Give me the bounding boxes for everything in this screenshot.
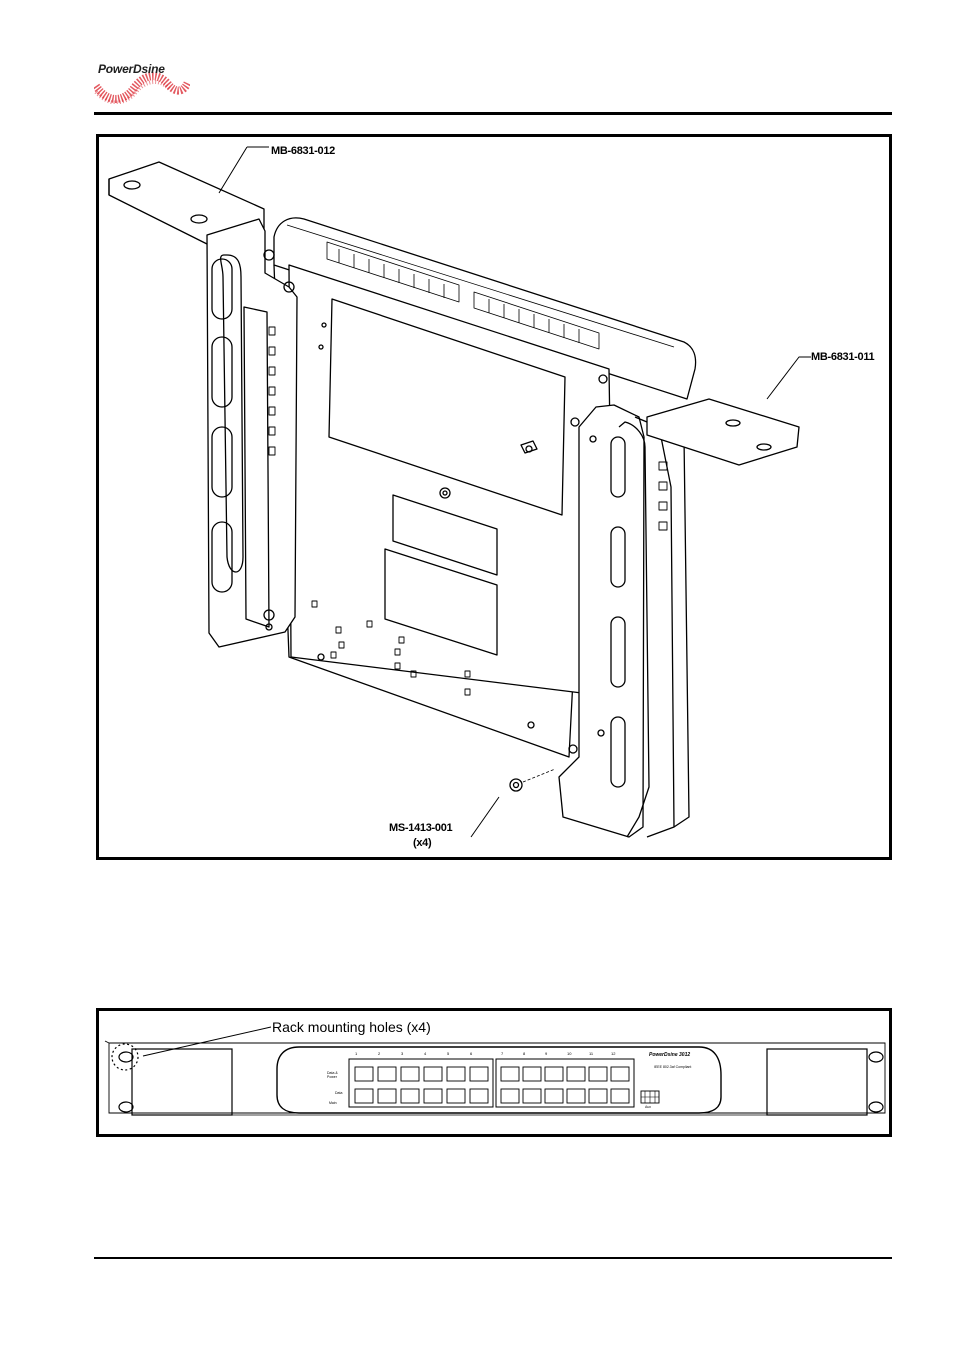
powerdsine-logo: PowerDsine [92, 52, 192, 105]
port-number: 8 [523, 1051, 526, 1056]
rack-mount-figure: Rack mounting holes (x4) PowerDsine 3012… [96, 1008, 892, 1137]
port-number: 2 [378, 1051, 381, 1056]
callout-screws: MS-1413-001 [389, 822, 453, 834]
port-number: 12 [611, 1051, 616, 1056]
port-number: 1 [355, 1051, 358, 1056]
wall-mount-figure: MB-6831-012 MB-6831-011 MS-1413-001 (x4) [96, 134, 892, 860]
port-numbers-left: 1 2 3 4 5 6 [355, 1051, 495, 1056]
aux-label: Aux [645, 1105, 652, 1109]
model-label: PowerDsine 3012 [649, 1052, 691, 1058]
logo-wave-icon [92, 72, 192, 105]
callout-bracket-right: MB-6831-011 [811, 351, 875, 363]
rack-front-drawing [104, 1026, 886, 1116]
legend-data-power: Data & Power [327, 1071, 338, 1079]
port-number: 3 [401, 1051, 404, 1056]
legend-data: Data [335, 1091, 343, 1095]
logo-text: PowerDsine [98, 62, 165, 76]
legend-main: Main [329, 1101, 337, 1105]
port-number: 10 [567, 1051, 572, 1056]
rack-holes-label: Rack mounting holes (x4) [272, 1019, 431, 1035]
port-numbers-right: 7 8 9 10 11 12 [501, 1051, 641, 1056]
callout-screws-qty: (x4) [413, 837, 432, 849]
port-number: 7 [501, 1051, 504, 1056]
header-rule [94, 112, 892, 115]
compliance-label: IEEE 802.3af Compliant [654, 1065, 692, 1069]
footer-rule [94, 1257, 892, 1259]
port-number: 9 [545, 1051, 548, 1056]
port-number: 11 [589, 1051, 594, 1056]
port-number: 5 [447, 1051, 450, 1056]
wall-mount-drawing [108, 146, 811, 838]
port-number: 6 [470, 1051, 473, 1056]
port-number: 4 [424, 1051, 427, 1056]
callout-bracket-left: MB-6831-012 [271, 145, 335, 157]
